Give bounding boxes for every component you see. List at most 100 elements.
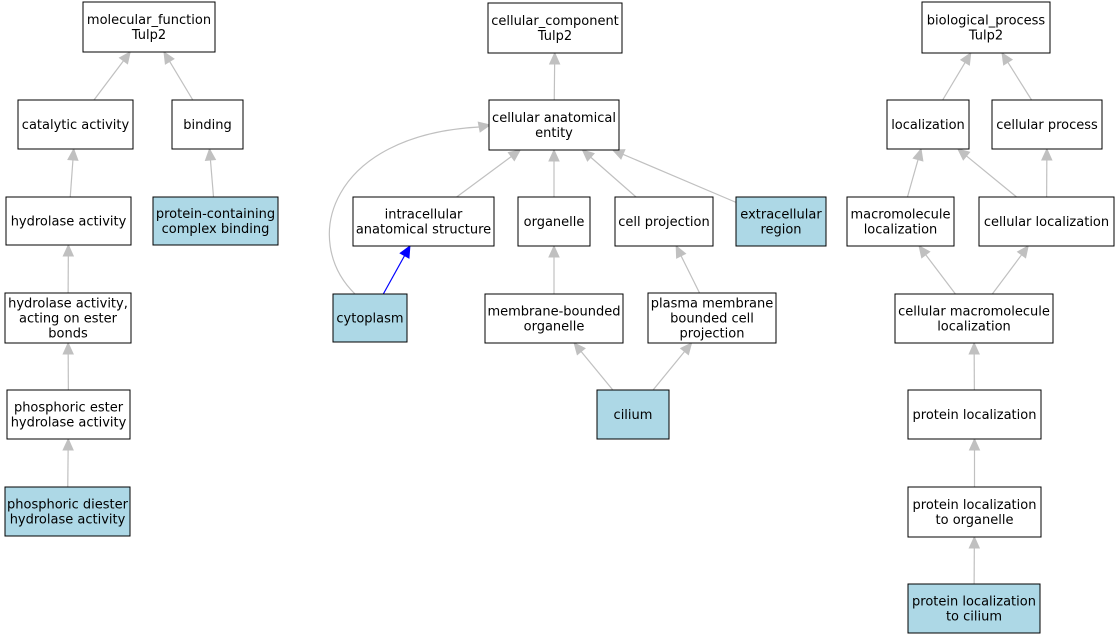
edge-prot_loc-to-cell_macro_loc bbox=[968, 341, 980, 391]
edge-hydrolase-to-catalytic bbox=[67, 147, 79, 198]
node-box bbox=[907, 583, 1041, 634]
edge-phos_ester-to-hyd_ester-arrowhead bbox=[62, 341, 74, 355]
edge-cilium-to-pmbcp-line bbox=[652, 351, 686, 391]
edge-cell_loc-to-localization bbox=[956, 148, 1017, 198]
node-box bbox=[735, 196, 827, 247]
edge-ias-to-cae-line bbox=[456, 156, 512, 198]
edge-mbo-to-organelle bbox=[548, 244, 560, 294]
edge-cell_proj-to-cae-line bbox=[590, 156, 637, 198]
node-label-line: bonds bbox=[48, 327, 88, 342]
go-term-node-cilium: cilium bbox=[596, 389, 670, 440]
edge-cae-to-cc_root bbox=[548, 51, 561, 101]
node-box bbox=[4, 292, 132, 344]
edge-catalytic-to-mf_root-line bbox=[93, 60, 125, 101]
go-term-node-cytoplasm: cytoplasm bbox=[332, 293, 408, 343]
edge-cilium-to-pmbcp bbox=[652, 342, 693, 391]
edge-cell_loc-to-cell_proc-arrowhead bbox=[1041, 147, 1053, 161]
edge-prot_loc_cil-to-prot_loc_org-arrowhead bbox=[968, 535, 981, 549]
node-label-line: acting on ester bbox=[19, 312, 118, 327]
node-label-line: hydrolase activity bbox=[11, 416, 127, 431]
node-label-line: extracellular bbox=[740, 208, 822, 223]
node-label-line: cilium bbox=[614, 408, 653, 423]
go-term-node-localization: localization bbox=[886, 99, 970, 150]
node-label-line: biological_process bbox=[927, 14, 1046, 29]
go-term-node-binding: binding bbox=[171, 99, 244, 150]
node-box bbox=[17, 99, 134, 150]
edge-hydrolase-to-catalytic-line bbox=[69, 159, 74, 198]
node-box bbox=[6, 389, 131, 440]
node-label-line: bounded cell bbox=[670, 312, 754, 327]
edge-extracell-to-cae-line bbox=[622, 153, 737, 203]
node-label-line: anatomical structure bbox=[356, 223, 491, 238]
edge-cilium-to-mbo bbox=[573, 342, 614, 391]
node-label-line: to organelle bbox=[936, 513, 1014, 528]
node-box bbox=[991, 99, 1103, 150]
node-label-line: localization bbox=[864, 223, 938, 238]
node-label-line: catalytic activity bbox=[22, 118, 130, 133]
node-label-line: protein-containing bbox=[156, 207, 275, 222]
edge-cilium-to-pmbcp-arrowhead bbox=[679, 342, 693, 356]
edge-ias-to-cae-arrowhead bbox=[507, 149, 522, 162]
go-term-node-cell-proc: cellular process bbox=[991, 99, 1103, 150]
node-label-line: projection bbox=[680, 327, 745, 342]
go-term-node-organelle: organelle bbox=[517, 196, 591, 247]
edge-extracell-to-cae bbox=[611, 149, 737, 203]
node-box bbox=[484, 293, 624, 344]
edge-cell_loc-to-localization-line bbox=[966, 155, 1017, 198]
edge-cytoplasm-to-cae bbox=[328, 121, 492, 295]
node-label-line: organelle bbox=[524, 320, 585, 335]
edge-pmbcp-to-cell_proj-arrowhead bbox=[675, 244, 687, 259]
go-term-node-prot-loc: protein localization bbox=[907, 389, 1042, 440]
edge-cell_macro_loc-to-macro_loc bbox=[918, 245, 956, 295]
edge-cell_macro_loc-to-cell_loc bbox=[991, 245, 1029, 295]
edge-cell_proc-to-bp_root-line bbox=[1007, 61, 1033, 101]
edge-cytoplasm-to-cae-arrowhead bbox=[477, 121, 492, 133]
node-label-line: binding bbox=[183, 118, 231, 133]
go-term-node-cell-loc: cellular localization bbox=[978, 196, 1115, 247]
edge-cytoplasm-to-ias bbox=[382, 244, 411, 295]
edge-localization-to-bp_root bbox=[942, 51, 972, 101]
edge-cell_loc-to-cell_proc bbox=[1041, 147, 1053, 198]
edge-cell_proj-to-cae bbox=[581, 149, 637, 198]
edge-cytoplasm-to-ias-arrowhead bbox=[399, 244, 411, 259]
node-label-line: phosphoric diester bbox=[7, 498, 129, 513]
node-label-line: cellular macromolecule bbox=[898, 305, 1050, 320]
edge-macro_loc-to-localization bbox=[906, 147, 924, 198]
node-box bbox=[596, 389, 670, 440]
edge-binding-to-mf_root bbox=[163, 50, 194, 101]
edge-organelle-to-cae bbox=[548, 148, 560, 197]
edge-cell_macro_loc-to-macro_loc-line bbox=[925, 254, 956, 295]
node-label-line: molecular_function bbox=[87, 13, 211, 28]
node-box bbox=[886, 99, 970, 150]
edge-organelle-to-cae-arrowhead bbox=[548, 148, 560, 162]
edge-macro_loc-to-localization-line bbox=[906, 159, 919, 198]
node-label-line: complex binding bbox=[162, 222, 270, 237]
node-label-line: cytoplasm bbox=[336, 312, 403, 327]
node-box bbox=[152, 196, 279, 246]
node-label-line: localization bbox=[937, 320, 1011, 335]
edge-cell_proj-to-cae-arrowhead bbox=[581, 149, 595, 162]
node-label-line: cellular process bbox=[996, 118, 1098, 133]
node-label-line: protein localization bbox=[912, 595, 1036, 610]
node-box bbox=[171, 99, 244, 150]
go-term-node-hydrolase: hydrolase activity bbox=[5, 196, 132, 246]
node-label-line: cellular localization bbox=[984, 215, 1109, 230]
edges-layer bbox=[62, 50, 1053, 585]
node-label-line: entity bbox=[535, 126, 573, 141]
node-box bbox=[4, 486, 131, 537]
edge-extracell-to-cae-arrowhead bbox=[611, 149, 626, 160]
node-label-line: hydrolase activity, bbox=[8, 297, 128, 312]
edge-mbo-to-organelle-arrowhead bbox=[548, 244, 560, 258]
node-label-line: intracellular bbox=[385, 208, 463, 223]
node-label-line: Tulp2 bbox=[537, 29, 572, 44]
node-box bbox=[488, 99, 620, 151]
